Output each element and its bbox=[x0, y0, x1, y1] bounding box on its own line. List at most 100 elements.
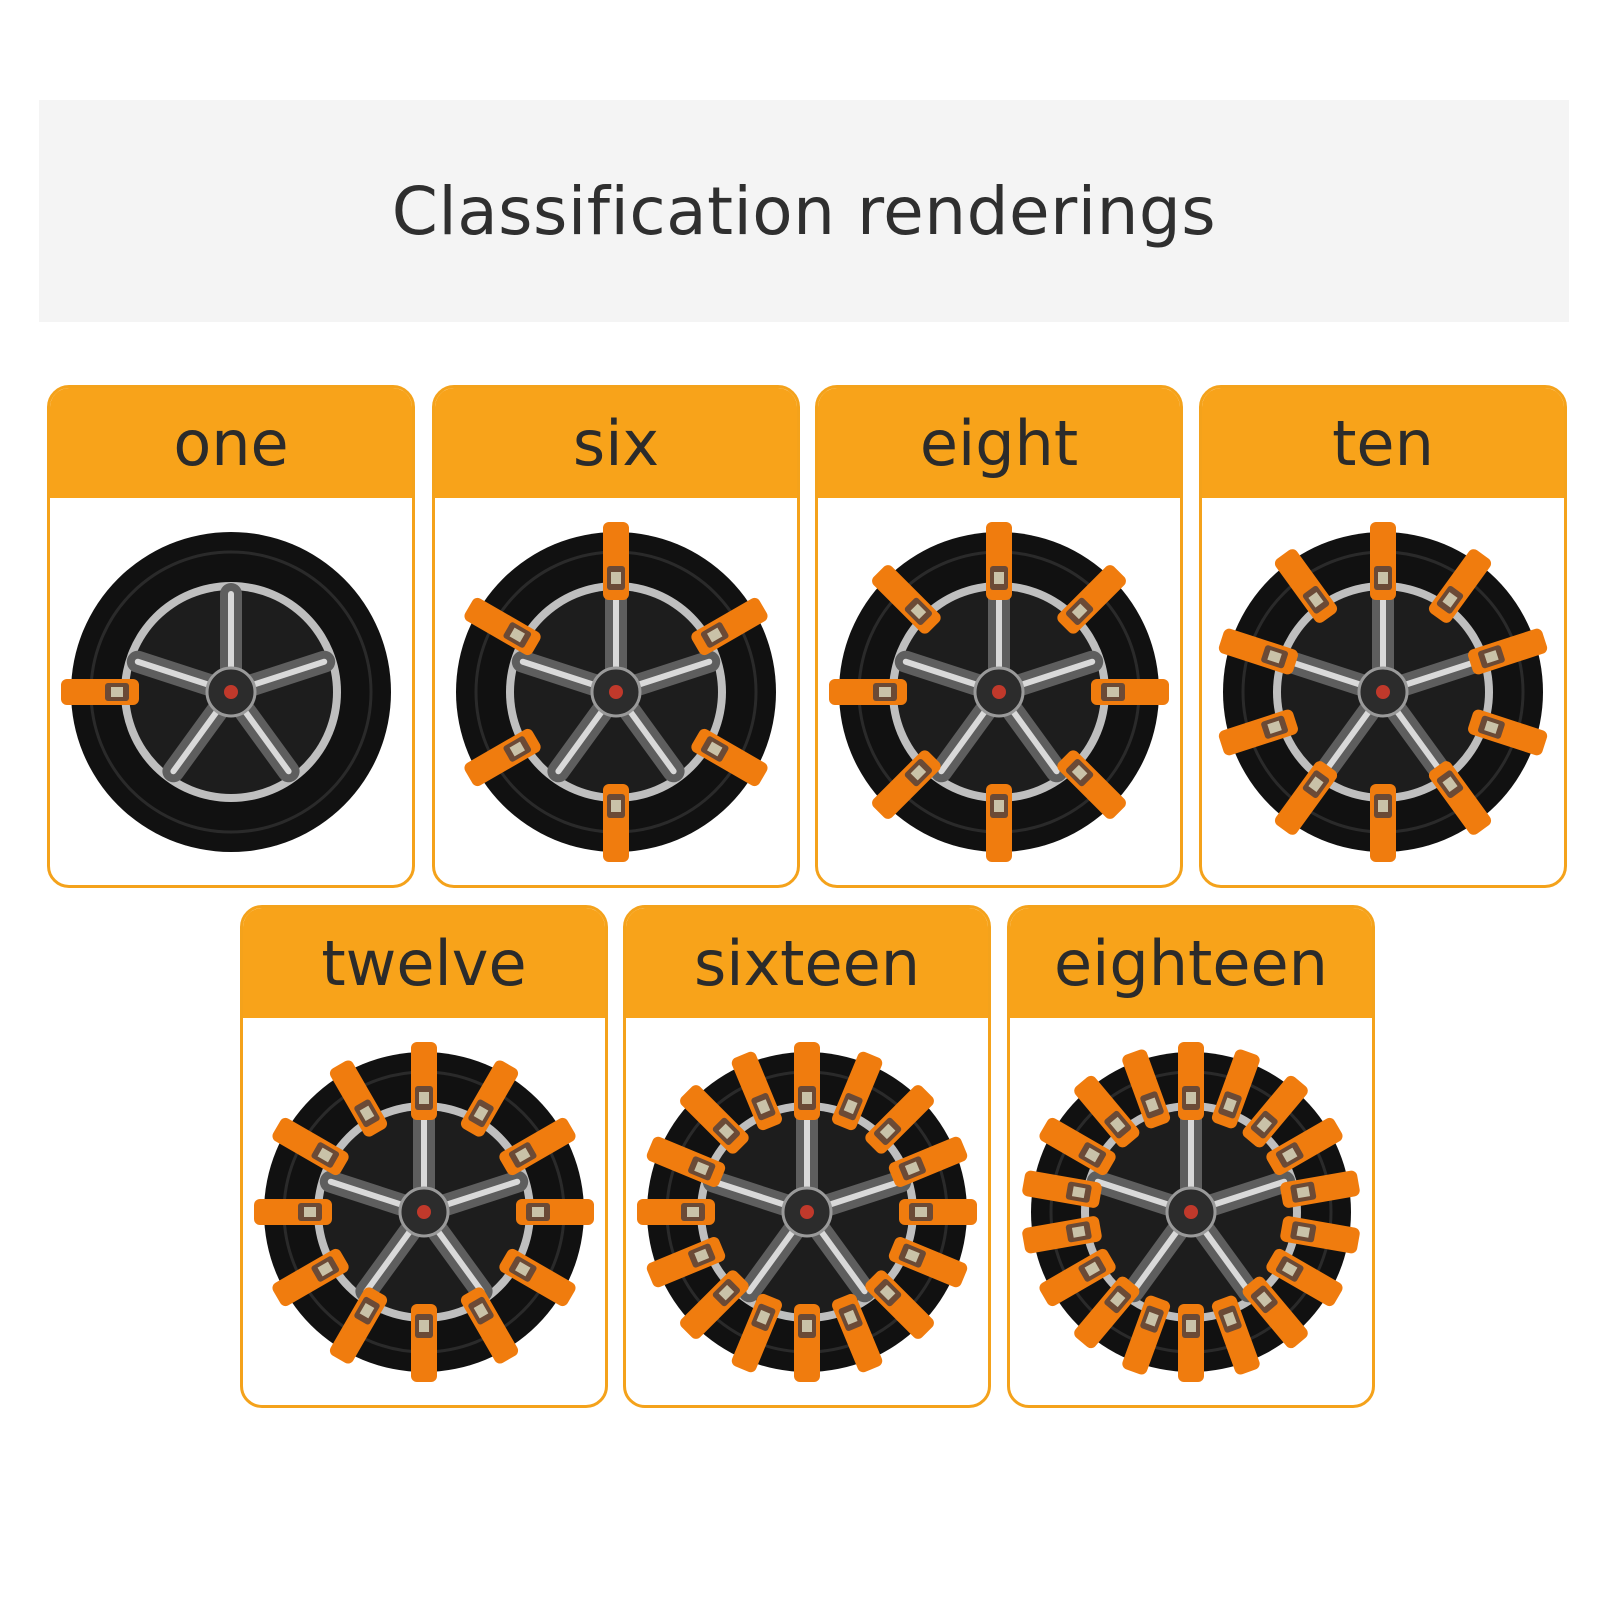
wheel-image bbox=[1218, 521, 1548, 862]
card-eighteen: eighteen bbox=[1007, 905, 1375, 1408]
strap bbox=[865, 1084, 934, 1154]
strap bbox=[1039, 1117, 1116, 1175]
strap-clip bbox=[1223, 1097, 1237, 1112]
strap-clip bbox=[904, 1248, 920, 1263]
strap bbox=[464, 728, 541, 786]
strap-clip bbox=[718, 1123, 735, 1139]
strap-clip bbox=[1267, 649, 1282, 663]
strap-clip bbox=[111, 686, 123, 697]
strap bbox=[794, 1041, 820, 1120]
wheel-image bbox=[456, 521, 776, 862]
title-banner: Classification renderings bbox=[39, 100, 1569, 322]
strap-clip bbox=[879, 686, 891, 697]
strap-clip bbox=[1110, 1116, 1126, 1132]
strap bbox=[888, 1136, 968, 1187]
strap-clip bbox=[994, 571, 1004, 584]
strap-clip bbox=[756, 1098, 771, 1114]
strap-clip bbox=[910, 603, 927, 619]
strap-clip bbox=[904, 1160, 920, 1175]
strap bbox=[691, 597, 768, 655]
strap bbox=[1211, 1295, 1260, 1375]
strap bbox=[1428, 548, 1492, 623]
card-header: ten bbox=[1202, 388, 1564, 498]
card-header: six bbox=[435, 388, 797, 498]
strap bbox=[460, 1286, 519, 1364]
strap-clip bbox=[1308, 591, 1324, 608]
strap bbox=[1468, 709, 1548, 755]
strap-clip bbox=[879, 1123, 896, 1139]
strap bbox=[1218, 628, 1298, 674]
strap bbox=[464, 597, 541, 655]
strap-clip bbox=[687, 1206, 699, 1217]
strap-clip bbox=[1296, 1185, 1311, 1198]
strap-clip bbox=[1107, 686, 1119, 697]
card-header: twelve bbox=[243, 908, 605, 1018]
strap bbox=[329, 1059, 388, 1137]
strap bbox=[832, 1051, 883, 1130]
strap-clip bbox=[915, 1206, 927, 1217]
card-header: eight bbox=[818, 388, 1180, 498]
wheel-image bbox=[254, 1041, 594, 1382]
card-body bbox=[818, 498, 1180, 885]
strap-clip bbox=[1484, 649, 1499, 663]
strap-clip bbox=[1308, 775, 1324, 792]
strap bbox=[1468, 628, 1548, 674]
strap bbox=[411, 1303, 437, 1382]
strap bbox=[1274, 548, 1338, 623]
strap bbox=[329, 1286, 388, 1364]
strap bbox=[411, 1041, 437, 1120]
strap bbox=[1370, 521, 1396, 600]
strap bbox=[1266, 1117, 1343, 1175]
card-body bbox=[1202, 498, 1564, 885]
strap-clip bbox=[359, 1302, 375, 1318]
strap bbox=[1370, 783, 1396, 862]
strap bbox=[680, 1269, 749, 1339]
strap-clip bbox=[515, 1147, 531, 1162]
strap-clip bbox=[1442, 775, 1458, 792]
strap bbox=[61, 678, 139, 705]
strap-clip bbox=[359, 1105, 375, 1121]
strap-clip bbox=[910, 764, 927, 780]
strap bbox=[1091, 678, 1169, 705]
strap bbox=[1274, 760, 1338, 835]
strap bbox=[637, 1198, 715, 1225]
card-label: one bbox=[173, 406, 289, 480]
strap bbox=[1428, 760, 1492, 835]
wheel-image bbox=[829, 521, 1169, 862]
page-title: Classification renderings bbox=[391, 172, 1217, 250]
strap bbox=[899, 1198, 977, 1225]
strap bbox=[1122, 1295, 1171, 1375]
strap-clip bbox=[1186, 1091, 1196, 1104]
strap-clip bbox=[1071, 1185, 1086, 1198]
strap bbox=[691, 728, 768, 786]
card-label: eighteen bbox=[1054, 926, 1328, 1000]
strap bbox=[499, 1117, 576, 1175]
card-label: sixteen bbox=[693, 926, 921, 1000]
strap-clip bbox=[1296, 1225, 1311, 1238]
card-one: one bbox=[47, 385, 415, 888]
strap-clip bbox=[707, 741, 723, 756]
strap-clip bbox=[419, 1319, 429, 1332]
strap bbox=[1057, 564, 1126, 634]
strap-clip bbox=[1071, 764, 1088, 780]
strap-clip bbox=[707, 627, 723, 642]
strap-clip bbox=[1223, 1311, 1237, 1326]
strap-clip bbox=[1145, 1311, 1159, 1326]
strap-clip bbox=[515, 1261, 531, 1276]
strap-clip bbox=[879, 1284, 896, 1300]
strap-clip bbox=[843, 1309, 858, 1325]
strap-clip bbox=[473, 1105, 489, 1121]
strap-clip bbox=[1282, 1147, 1298, 1162]
strap-clip bbox=[473, 1302, 489, 1318]
strap bbox=[1178, 1303, 1204, 1382]
strap-clip bbox=[1256, 1291, 1272, 1307]
strap bbox=[1218, 709, 1298, 755]
strap bbox=[1122, 1048, 1171, 1128]
strap bbox=[516, 1198, 594, 1225]
card-label: six bbox=[572, 406, 660, 480]
card-header: sixteen bbox=[626, 908, 988, 1018]
strap-clip bbox=[1484, 720, 1499, 734]
strap-clip bbox=[1442, 591, 1458, 608]
strap bbox=[1280, 1170, 1360, 1208]
strap-clip bbox=[694, 1160, 710, 1175]
